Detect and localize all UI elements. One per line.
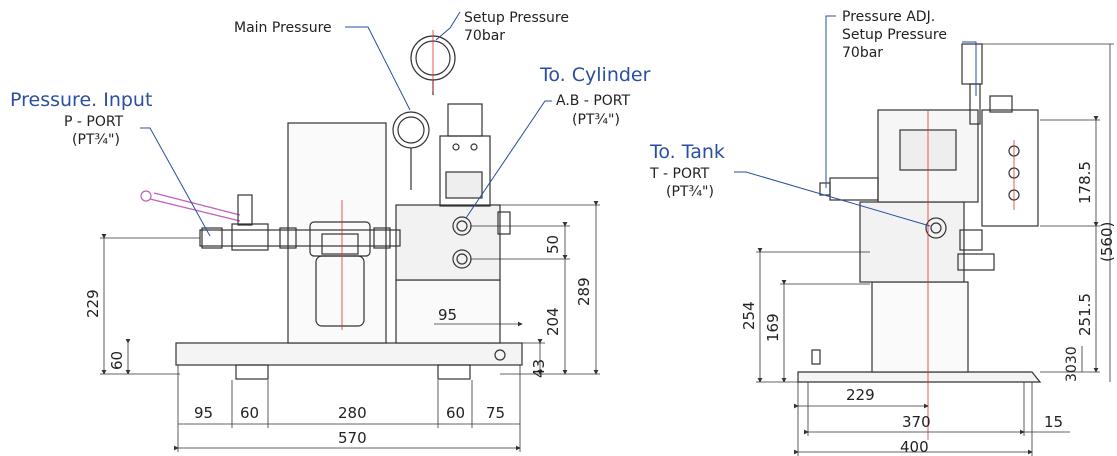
dim-229-side: 229	[846, 386, 875, 404]
pressure-input-label: Pressure. Input	[10, 89, 152, 111]
dim-251-5-side: 251.5	[1076, 293, 1094, 336]
to-tank-label: To. Tank	[649, 141, 725, 163]
side-setup-pressure-label: Setup Pressure	[842, 27, 947, 43]
front-leaders	[140, 11, 552, 237]
setup-pressure-value: 70bar	[464, 28, 505, 44]
p-port-label: P - PORT	[64, 114, 124, 130]
dim-43-front: 43	[530, 359, 548, 378]
dim-3030-side: 3030	[1064, 346, 1080, 382]
setup-pressure-label: Setup Pressure	[464, 10, 569, 26]
side-setup-pressure-value: 70bar	[842, 45, 883, 61]
dim-254-side: 254	[740, 301, 758, 330]
dim-204-front: 204	[544, 307, 562, 336]
dim-178-5-side: 178.5	[1076, 161, 1094, 204]
dim-289-front: 289	[575, 277, 593, 306]
dim-560-side: (560)	[1098, 222, 1116, 262]
dim-60-front: 60	[108, 351, 126, 370]
dim-229-front: 229	[84, 289, 102, 318]
t-port-size: (PT¾")	[666, 184, 714, 200]
ab-port-label: A.B - PORT	[556, 93, 631, 109]
dim-95-front-inner: 95	[438, 306, 457, 324]
side-dimensions	[756, 43, 1114, 456]
p-port-size: (PT¾")	[72, 132, 120, 148]
dim-95-bottom: 95	[194, 404, 213, 422]
dim-60a-bottom: 60	[240, 404, 259, 422]
t-port-label: T - PORT	[649, 166, 710, 182]
main-pressure-label: Main Pressure	[234, 20, 332, 36]
dim-75-bottom: 75	[486, 404, 505, 422]
front-dimensions	[100, 201, 600, 452]
to-cylinder-label: To. Cylinder	[539, 64, 651, 86]
side-view	[797, 43, 1042, 440]
dim-50-front: 50	[544, 235, 562, 254]
pressure-adj-label: Pressure ADJ.	[842, 9, 935, 25]
front-view	[140, 30, 523, 380]
dim-15-side: 15	[1044, 413, 1063, 431]
ab-port-size: (PT¾")	[572, 112, 620, 128]
dim-60b-bottom: 60	[446, 404, 465, 422]
dim-370-side: 370	[902, 413, 931, 431]
side-leaders	[734, 15, 977, 227]
dim-280-bottom: 280	[338, 404, 367, 422]
dim-169-side: 169	[764, 313, 782, 342]
dim-570-bottom: 570	[338, 429, 367, 447]
dim-400-side: 400	[900, 438, 929, 456]
